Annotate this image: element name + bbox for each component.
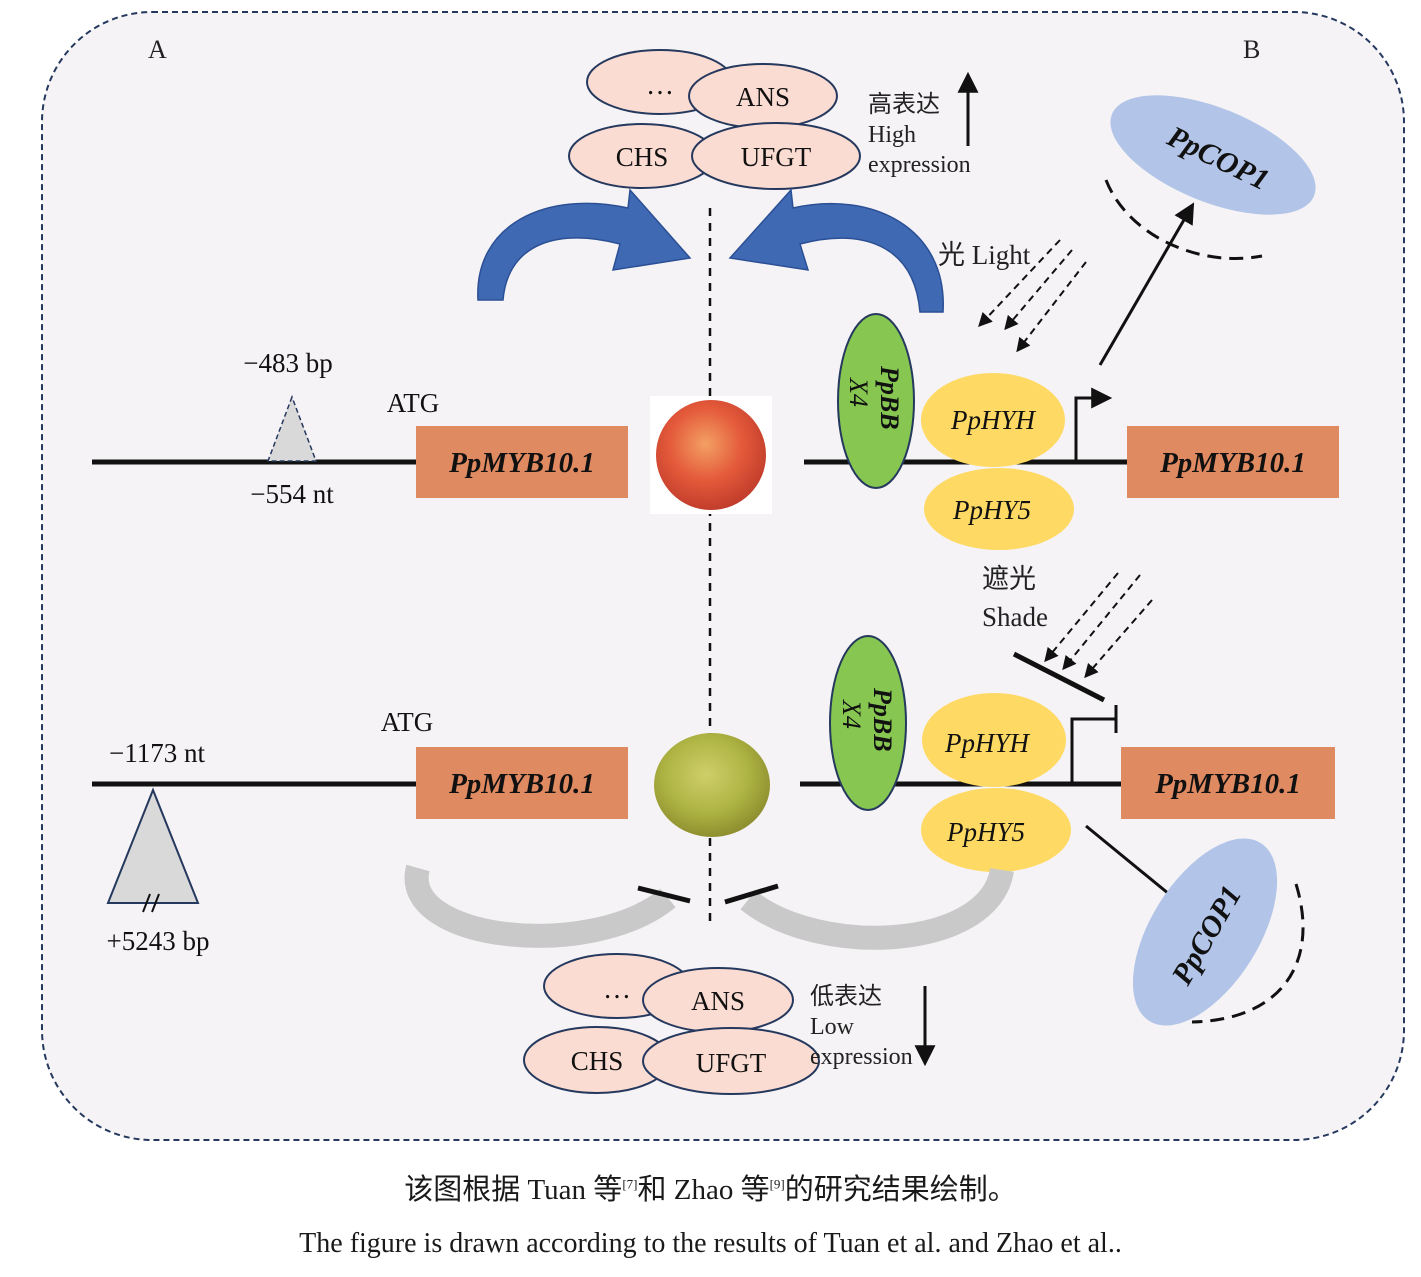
enzyme-ufgt-ellipse [691, 122, 861, 190]
bottom-atg-label: ATG [381, 707, 434, 737]
bottom-insertion-label: +5243 bp [107, 926, 210, 956]
bottom-insertion-triangle [106, 787, 200, 904]
shade-en-label: Shade [982, 602, 1048, 632]
bottom-left-gene-box [416, 747, 628, 819]
top-insertion-triangle [266, 394, 318, 462]
bottom-bbx4-label-1: PpBB [868, 687, 897, 752]
bottom-enzyme-ufgt-ellipse [642, 1027, 820, 1095]
panel-label-a: A [148, 35, 167, 64]
blue-arrow-left [477, 188, 692, 301]
shade-ray-3 [1084, 599, 1153, 679]
caption-cn-ref-1: [7] [622, 1176, 638, 1192]
top-left-gene-box [416, 426, 628, 498]
caption-cn-part-1: 该图根据 Tuan 等 [404, 1174, 623, 1206]
top-insertion-label: −483 bp [243, 348, 332, 378]
shade-ray-2 [1062, 574, 1141, 671]
blue-arrow-right [728, 188, 944, 313]
bottom-hyh-ellipse [922, 693, 1066, 787]
caption-chinese: 该图根据 Tuan 等[7]和 Zhao 等[9]的研究结果绘制。 [0, 1166, 1421, 1208]
top-atg-label: ATG [387, 388, 440, 418]
bottom-enzyme-ans: ANS [691, 986, 745, 1016]
bottom-hyh-label: PpHYH [944, 728, 1031, 758]
grey-curve-right-bar [724, 883, 779, 905]
top-cop1-ellipse [1110, 95, 1316, 215]
enzyme-dots: … [646, 70, 674, 101]
caption-cn-part-2: 和 Zhao 等 [637, 1174, 770, 1206]
light-ray-1 [978, 239, 1061, 328]
bottom-enzyme-chs: CHS [571, 1046, 624, 1076]
top-deletion-label: −554 nt [250, 479, 334, 509]
bottom-cop1-inhibit-line [1085, 824, 1181, 905]
low-expression-en-1: Low [810, 1014, 855, 1040]
bottom-hy5-label: PpHY5 [946, 817, 1025, 847]
top-left-gene-name: PpMYB10.1 [448, 447, 595, 479]
shade-cn-label: 遮光 [982, 564, 1036, 594]
panel-label-b: B [1243, 35, 1260, 64]
enzyme-ans: ANS [736, 82, 790, 112]
grey-curve-right [740, 867, 1014, 950]
bottom-right-gene-name: PpMYB10.1 [1154, 768, 1301, 800]
top-right-gene-box [1127, 426, 1339, 498]
top-hy5-label: PpHY5 [952, 495, 1031, 525]
bottom-bbx4-label-2: X4 [837, 699, 866, 729]
bottom-hy5-ellipse [921, 788, 1071, 872]
break-mark-2 [151, 893, 160, 913]
top-hyh-label: PpHYH [950, 405, 1037, 435]
top-enzyme-cluster: … ANS CHS UFGT [568, 49, 861, 190]
top-hyh-ellipse [921, 373, 1065, 467]
top-bbx4-ellipse [837, 313, 915, 489]
green-peach-image [654, 733, 770, 837]
caption-cn-ref-2: [9] [769, 1176, 785, 1192]
low-expression-en-2: expression [810, 1044, 913, 1070]
caption-cn-part-3: 的研究结果绘制。 [784, 1174, 1017, 1206]
top-promoter-arrow [1074, 387, 1113, 460]
bottom-right-gene-box [1121, 747, 1335, 819]
bottom-bbx4-ellipse [829, 635, 907, 811]
light-label: 光 Light [938, 240, 1031, 270]
top-cop1-arrow [1098, 202, 1195, 366]
enzyme-ufgt: UFGT [741, 142, 812, 172]
bottom-enzyme-cluster: … ANS CHS UFGT [523, 953, 820, 1095]
caption-english: The figure is drawn according to the res… [299, 1228, 1122, 1259]
low-expression-cn: 低表达 [810, 983, 882, 1010]
break-mark-1 [142, 893, 151, 913]
bottom-cop1-dashed-arc [1191, 883, 1305, 1024]
high-expression-en-1: High [868, 122, 916, 148]
light-ray-3 [1016, 261, 1087, 353]
top-bbx4-label-2: X4 [844, 377, 873, 407]
bottom-deletion-label: −1173 nt [109, 738, 205, 768]
high-expression-cn: 高表达 [868, 91, 940, 118]
shade-ray-1 [1044, 572, 1119, 663]
bottom-enzyme-dots: … [603, 974, 631, 1005]
grey-curve-left-bar [637, 885, 691, 904]
light-ray-2 [1004, 249, 1073, 331]
shade-block-bar [1012, 651, 1106, 703]
grey-curve-left [404, 864, 676, 948]
bottom-promoter-blocked [1070, 717, 1116, 782]
bottom-cop1-ellipse [1132, 838, 1278, 1026]
top-bbx4-label-1: PpBB [875, 365, 904, 430]
top-right-gene-name: PpMYB10.1 [1159, 447, 1306, 479]
top-hy5-ellipse [924, 468, 1074, 550]
top-cop1-dashed-arc [1104, 179, 1263, 260]
red-peach-image [656, 400, 766, 510]
bottom-left-gene-name: PpMYB10.1 [448, 768, 595, 800]
bottom-enzyme-ufgt: UFGT [696, 1048, 767, 1078]
high-expression-en-2: expression [868, 152, 971, 178]
enzyme-chs: CHS [616, 142, 669, 172]
figure-frame [41, 11, 1405, 1141]
